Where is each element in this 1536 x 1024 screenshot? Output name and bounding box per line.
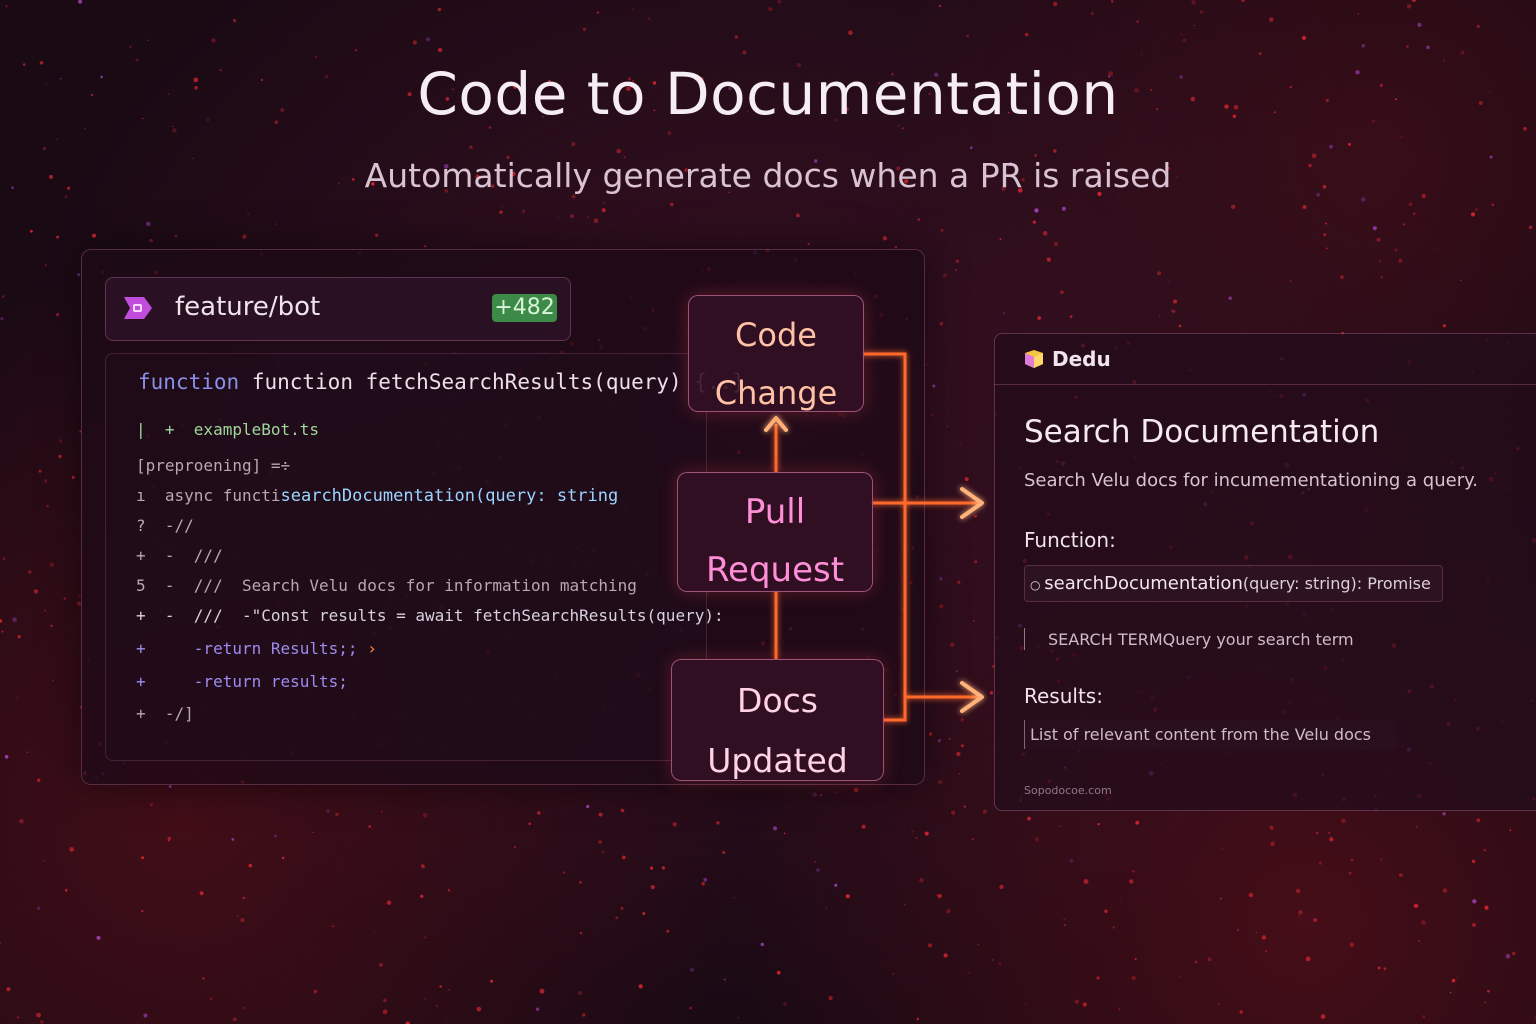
function-params: (query: string): Promise [1242, 574, 1431, 593]
search-term-param: SEARCH TERMQuery your search term [1048, 630, 1354, 649]
return-2-text: + -return results; [136, 672, 348, 691]
docs-updated-line2: Updated [707, 741, 848, 780]
code-line-comment-3: 5 - /// Search Velu docs for information… [136, 576, 637, 595]
return-1-text: + -return Results;; [136, 639, 358, 658]
function-name: searchDocumentation [1044, 573, 1243, 594]
function-signature: ○ searchDocumentation(query: string): Pr… [1030, 573, 1431, 594]
code-line-close: + -/] [136, 704, 194, 723]
docs-logo-icon [1025, 350, 1043, 368]
branch-logo-icon [124, 297, 152, 319]
code-change-line1: Code [735, 316, 817, 354]
code-diff-area [105, 353, 707, 761]
code-function-signature: function function fetchSearchResults(que… [138, 370, 745, 394]
docs-header-divider [994, 384, 1536, 385]
pull-request-box: Pull Request [677, 472, 873, 592]
function-signature-box[interactable] [1024, 565, 1443, 602]
code-line-async: ı async functisearchDocumentation(query:… [136, 486, 618, 506]
code-line-preprocessing: [preproening] =÷ [136, 456, 291, 475]
search-term-divider [1024, 628, 1025, 650]
async-text: ı async functi [136, 486, 281, 505]
docs-brand[interactable]: Dedu [1052, 347, 1111, 371]
docs-title: Search Documentation [1024, 414, 1380, 450]
code-change-line2: Change [714, 374, 838, 412]
results-text: List of relevant content from the Velu d… [1030, 725, 1371, 744]
docs-updated-line1: Docs [737, 681, 818, 720]
page-subtitle: Automatically generate docs when a PR is… [364, 156, 1172, 195]
code-line-comment-2: + - /// [136, 546, 223, 565]
code-line-const: + - /// -"Const results = await fetchSea… [136, 606, 724, 625]
code-line-file: | + exampleBot.ts [136, 420, 319, 439]
function-label: Function: [1024, 528, 1116, 552]
docs-updated-box: Docs Updated [671, 659, 884, 781]
code-line-return-2: + -return results; [136, 672, 348, 691]
file-line-text: | + exampleBot.ts [136, 420, 320, 439]
function-signature-text: function fetchSearchResults(query) {..} [251, 370, 745, 394]
arrow-head-docs-right [960, 681, 984, 713]
branch-name[interactable]: feature/bot [175, 292, 321, 322]
docs-footer-url[interactable]: Sopodocoe.com [1024, 784, 1112, 797]
code-line-comment-1: ? -// [136, 516, 194, 535]
docs-description: Search Velu docs for incumementationing … [1024, 470, 1478, 491]
pull-request-line2: Request [705, 550, 845, 590]
results-box [1024, 720, 1397, 749]
caret-icon: › [367, 639, 377, 658]
pull-request-line1: Pull [744, 492, 806, 532]
diff-count-badge: +482 [492, 294, 557, 322]
arrow-head-pr-right [960, 487, 984, 519]
code-line-return-1: + -return Results;; › [136, 639, 377, 658]
code-change-box: Code Change [688, 295, 864, 412]
results-label: Results: [1024, 684, 1103, 708]
page-title: Code to Documentation [417, 60, 1119, 128]
bullet-icon: ○ [1030, 578, 1045, 592]
search-doc-call: searchDocumentation(query: string [280, 486, 619, 506]
